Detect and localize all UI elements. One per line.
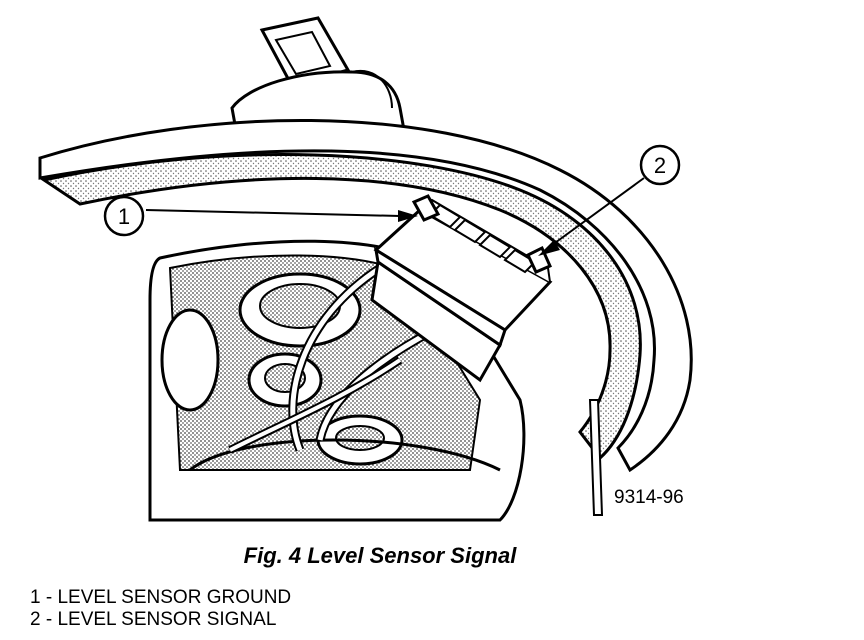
figure-code: 9314-96	[614, 487, 684, 508]
callout-2-label: 2	[654, 153, 666, 178]
legend-item-ground: 1 - LEVEL SENSOR GROUND	[30, 587, 292, 608]
figure-caption: Fig. 4 Level Sensor Signal	[243, 543, 517, 568]
callout-1-label: 1	[118, 204, 130, 229]
callout-1: 1	[103, 195, 418, 237]
callout-2: 2	[538, 144, 681, 256]
sensor-connector	[370, 194, 553, 383]
level-sensor-illustration: 1 2 9314-96	[38, 16, 693, 522]
legend: 1 - LEVEL SENSOR GROUND 2 - LEVEL SENSOR…	[30, 587, 291, 631]
legend-item-signal: 2 - LEVEL SENSOR SIGNAL	[30, 609, 277, 630]
top-connector	[230, 16, 406, 132]
